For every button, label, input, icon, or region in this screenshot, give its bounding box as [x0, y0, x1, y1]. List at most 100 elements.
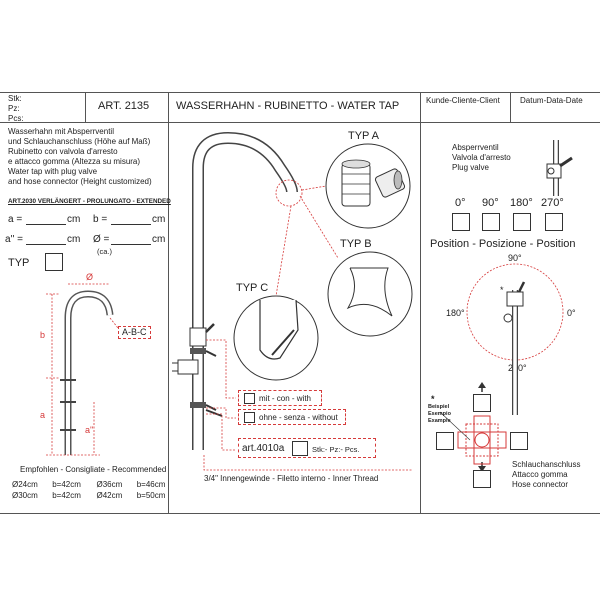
frame-divider-header-b	[510, 92, 511, 122]
angle-checkbox-0[interactable]	[452, 213, 470, 231]
dim-a2: a''	[85, 425, 94, 435]
position-90: 90°	[508, 253, 522, 263]
description-line: Water tap with plug valve	[8, 167, 98, 176]
rec-cell: Ø42cm	[96, 491, 123, 500]
pz-label: Pz:	[8, 104, 20, 113]
option-art-group	[238, 438, 376, 458]
hose-checkbox-right[interactable]	[510, 432, 528, 450]
hose-label: Schlauchanschluss Attacco gomma Hose con…	[512, 460, 580, 490]
angle-label-90: 90°	[482, 197, 499, 209]
hose-line: Hose connector	[512, 480, 569, 489]
hose-line: Attacco gomma	[512, 470, 568, 479]
option-art-qty-box[interactable]	[292, 441, 308, 456]
description-line: Rubinetto con valvola d'arresto	[8, 147, 118, 156]
stk-label: Stk:	[8, 94, 22, 103]
frame-top-line	[0, 92, 600, 93]
rec-cell: b=42cm	[52, 480, 81, 489]
option-without-checkbox[interactable]	[244, 412, 255, 423]
position-0: 0°	[567, 308, 576, 318]
valve-description: Absperrventil Valvola d'arresto Plug val…	[452, 143, 511, 173]
option-with-group	[238, 390, 322, 406]
example-line: Beispiel	[428, 404, 450, 410]
rec-cell: b=42cm	[52, 491, 81, 500]
date-label: Datum-Data-Date	[520, 96, 583, 105]
option-art-qty-label: Stk:- Pz:- Pcs.	[312, 445, 360, 454]
angle-label-180: 180°	[510, 197, 533, 209]
position-title: Position - Posizione - Position	[430, 238, 576, 250]
field-phi-note: (ca.)	[97, 247, 112, 256]
option-without-label: ohne - senza - without	[259, 413, 338, 422]
frame-divider-right	[420, 92, 421, 513]
hose-checkbox-top[interactable]	[473, 394, 491, 412]
field-b-input[interactable]	[111, 224, 151, 225]
frame-divider-header-a	[85, 92, 86, 122]
example-line: Esempio	[428, 411, 451, 417]
description-line: Wasserhahn mit Absperrventil	[8, 127, 114, 136]
field-phi-label: Ø =	[93, 234, 110, 245]
typ-b-label: TYP B	[340, 238, 372, 250]
field-a2-unit: cm	[67, 234, 81, 245]
client-label: Kunde-Cliente-Client	[426, 96, 500, 105]
extended-label: ART.2030 VERLÄNGERT - PROLUNGATO - EXTEN…	[8, 198, 171, 205]
recommended-row-2: Ø30cm b=42cm Ø42cm b=50cm	[12, 491, 177, 501]
angle-checkbox-270[interactable]	[545, 213, 563, 231]
rec-cell: b=50cm	[136, 491, 166, 500]
description-line: und Schlauchanschluss (Höhe auf Maß)	[8, 137, 151, 146]
field-b-unit: cm	[152, 214, 166, 225]
angle-label-0: 0°	[455, 197, 466, 209]
article-number: ART. 2135	[98, 100, 150, 112]
field-a-label: a =	[8, 214, 23, 225]
description-line: e attacco gomma (Altezza su misura)	[8, 157, 141, 166]
example-star: *	[431, 394, 435, 404]
angle-checkbox-180[interactable]	[513, 213, 531, 231]
field-b-label: b =	[93, 214, 108, 225]
option-art-label: art.4010a	[242, 443, 285, 454]
example-line: Example	[428, 418, 451, 424]
pcs-label: Pcs:	[8, 114, 24, 123]
option-without-group	[238, 409, 346, 425]
hose-checkbox-bottom[interactable]	[473, 470, 491, 488]
dim-a: a	[40, 410, 46, 420]
dim-abc-box: A-B-C	[118, 326, 151, 339]
example-label: Beispiel Esempio Example	[428, 404, 451, 425]
dim-phi: Ø	[86, 272, 94, 282]
position-180: 180°	[446, 308, 465, 318]
rec-cell: Ø30cm	[12, 491, 38, 500]
field-phi-input[interactable]	[111, 244, 151, 245]
typ-a-label: TYP A	[348, 130, 379, 142]
dim-b: b	[40, 330, 46, 340]
position-star: *	[500, 285, 504, 295]
typ-checkbox[interactable]	[45, 253, 63, 271]
option-with-checkbox[interactable]	[244, 393, 255, 404]
field-phi-unit: cm	[152, 234, 166, 245]
frame-header-bottom-line	[0, 122, 600, 123]
recommended-row-1: Ø24cm b=42cm Ø36cm b=46cm	[12, 480, 177, 490]
angle-label-270: 270°	[541, 197, 564, 209]
description-line: and hose connector (Height customized)	[8, 177, 152, 186]
rec-cell: Ø24cm	[12, 480, 38, 489]
angle-checkbox-90[interactable]	[482, 213, 500, 231]
valve-line: Valvola d'arresto	[452, 153, 511, 162]
option-with-label: mit - con - with	[259, 394, 312, 403]
hose-checkbox-left[interactable]	[436, 432, 454, 450]
page-title: WASSERHAHN - RUBINETTO - WATER TAP	[176, 100, 400, 112]
valve-line: Plug valve	[452, 163, 489, 172]
frame-bottom-line	[0, 513, 600, 514]
hose-line: Schlauchanschluss	[512, 460, 581, 469]
thread-label: 3/4" Innengewinde - Filetto interno - In…	[204, 474, 379, 483]
recommended-title: Empfohlen - Consigliate - Recommended	[20, 465, 167, 474]
field-a2-input[interactable]	[26, 244, 66, 245]
rec-cell: Ø36cm	[96, 480, 123, 489]
frame-divider-left	[168, 92, 169, 513]
field-a-unit: cm	[67, 214, 81, 225]
field-a2-label: a'' =	[5, 234, 23, 245]
rec-cell: b=46cm	[136, 480, 166, 489]
field-a-input[interactable]	[26, 224, 66, 225]
typ-label: TYP	[8, 257, 30, 269]
typ-c-label: TYP C	[236, 282, 269, 294]
